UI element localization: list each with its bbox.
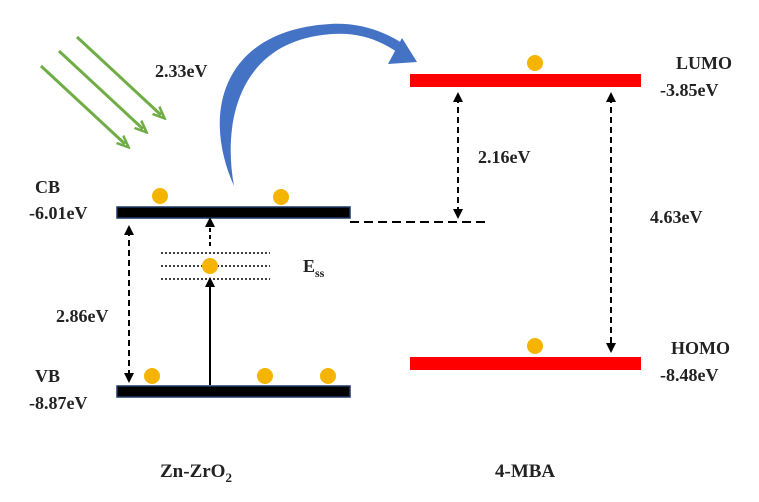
- zn-zro2-title: Zn-ZrO2: [160, 461, 232, 485]
- electron-icon: [273, 189, 289, 205]
- homo-energy: -8.48eV: [660, 365, 718, 385]
- cb-label: CB: [35, 177, 60, 197]
- electron-icon: [527, 55, 543, 71]
- surface-state-sub: ss: [315, 266, 325, 280]
- light-arrow-1: [75, 35, 161, 115]
- homo-label: HOMO: [671, 338, 730, 358]
- electrons: [144, 55, 543, 384]
- transfer-arrow-head-icon: [388, 38, 417, 64]
- transfer-arrow-icon: [219, 23, 405, 187]
- homo-lumo-gap-label: 4.63eV: [650, 207, 703, 227]
- light-energy-label: 2.33eV: [155, 61, 208, 81]
- light-arrow-2: [57, 49, 143, 129]
- electron-icon: [527, 338, 543, 354]
- lumo-energy: -3.85eV: [660, 80, 718, 100]
- electron-icon: [202, 258, 218, 274]
- vb-energy: -8.87eV: [29, 393, 87, 413]
- electron-icon: [144, 368, 160, 384]
- cb-lumo-gap-label: 2.16eV: [478, 147, 531, 167]
- cb-energy: -6.01eV: [29, 203, 87, 223]
- mba-title: 4-MBA: [495, 461, 555, 482]
- zn-gap-label: 2.86eV: [56, 306, 109, 326]
- surface-state-main: E: [303, 256, 315, 276]
- vb-label: VB: [35, 366, 60, 386]
- zn-cb-band: [116, 206, 351, 219]
- surface-state-label: Ess: [303, 256, 325, 280]
- zn-vb-band: [116, 385, 351, 398]
- light-arrow-3: [39, 64, 125, 144]
- light-arrows-icon: [39, 35, 161, 144]
- electron-icon: [320, 368, 336, 384]
- lumo-label: LUMO: [676, 53, 732, 73]
- zn-zro2-title-sub: 2: [225, 470, 232, 485]
- electron-icon: [257, 368, 273, 384]
- homo-band: [410, 357, 641, 370]
- electron-icon: [152, 188, 168, 204]
- lumo-band: [410, 74, 641, 87]
- zn-zro2-title-main: Zn-ZrO: [160, 461, 225, 482]
